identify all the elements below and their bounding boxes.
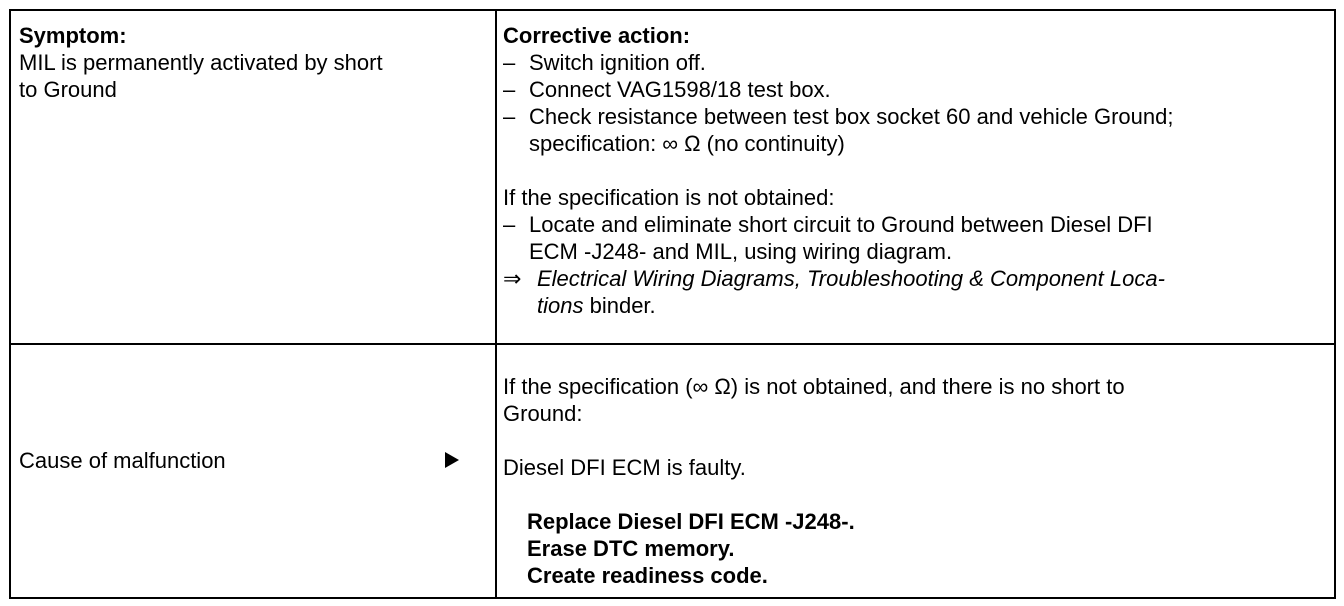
dash-bullet: – xyxy=(503,77,516,102)
symptom-heading: Symptom: xyxy=(19,23,127,48)
right-arrow-icon: ⇒ xyxy=(503,266,522,291)
reference-title-line1: Electrical Wiring Diagrams, Troubleshoot… xyxy=(537,266,1165,291)
step-check-resistance: – Check resistance between test box sock… xyxy=(503,103,1331,157)
dash-bullet: – xyxy=(503,212,516,237)
reference-title-line2: tions xyxy=(537,293,584,318)
cause-actions: Replace Diesel DFI ECM -J248-. Erase DTC… xyxy=(503,508,1331,589)
cause-spec-line2: Ground: xyxy=(503,401,583,426)
corrective-action-heading: Corrective action: xyxy=(503,23,691,48)
step-connect-test-box: – Connect VAG1598/18 test box. xyxy=(503,76,1331,103)
cause-label: Cause of malfunction xyxy=(19,448,226,473)
corrective-action-cell: Corrective action: – Switch ignition off… xyxy=(503,22,1331,319)
symptom-cell: Symptom: MIL is permanently activated by… xyxy=(19,22,489,103)
cause-faulty-text: Diesel DFI ECM is faulty. xyxy=(503,455,746,480)
symptom-text-line2: to Ground xyxy=(19,77,117,102)
step-text-line1: Locate and eliminate short circuit to Gr… xyxy=(529,212,1153,237)
row-divider xyxy=(11,343,1334,345)
dash-bullet: – xyxy=(503,50,516,75)
reference-tail: binder. xyxy=(583,293,656,318)
troubleshooting-table: Symptom: MIL is permanently activated by… xyxy=(9,9,1336,599)
step-locate-short: – Locate and eliminate short circuit to … xyxy=(503,211,1331,265)
step-specification: specification: ∞ Ω (no continuity) xyxy=(529,131,845,156)
cause-cell: Cause of malfunction xyxy=(19,447,489,474)
cause-spec-line1: If the specification (∞ Ω) is not obtain… xyxy=(503,374,1125,399)
step-text: Connect VAG1598/18 test box. xyxy=(529,77,831,102)
triangle-right-icon xyxy=(445,452,459,468)
action-create-readiness: Create readiness code. xyxy=(527,563,768,588)
not-obtained-text: If the specification is not obtained: xyxy=(503,185,835,210)
step-text: Check resistance between test box socket… xyxy=(529,104,1174,129)
action-replace-ecm: Replace Diesel DFI ECM -J248-. xyxy=(527,509,855,534)
step-switch-ignition: – Switch ignition off. xyxy=(503,49,1331,76)
step-text: Switch ignition off. xyxy=(529,50,706,75)
action-erase-dtc: Erase DTC memory. xyxy=(527,536,735,561)
wiring-diagram-reference: ⇒ Electrical Wiring Diagrams, Troublesho… xyxy=(503,265,1331,319)
dash-bullet: – xyxy=(503,104,516,129)
symptom-text-line1: MIL is permanently activated by short xyxy=(19,50,383,75)
column-divider xyxy=(495,11,497,597)
step-text-line2: ECM -J248- and MIL, using wiring diagram… xyxy=(529,239,953,264)
reference-line2: tions binder. xyxy=(537,292,1331,319)
cause-detail-cell: If the specification (∞ Ω) is not obtain… xyxy=(503,373,1331,589)
